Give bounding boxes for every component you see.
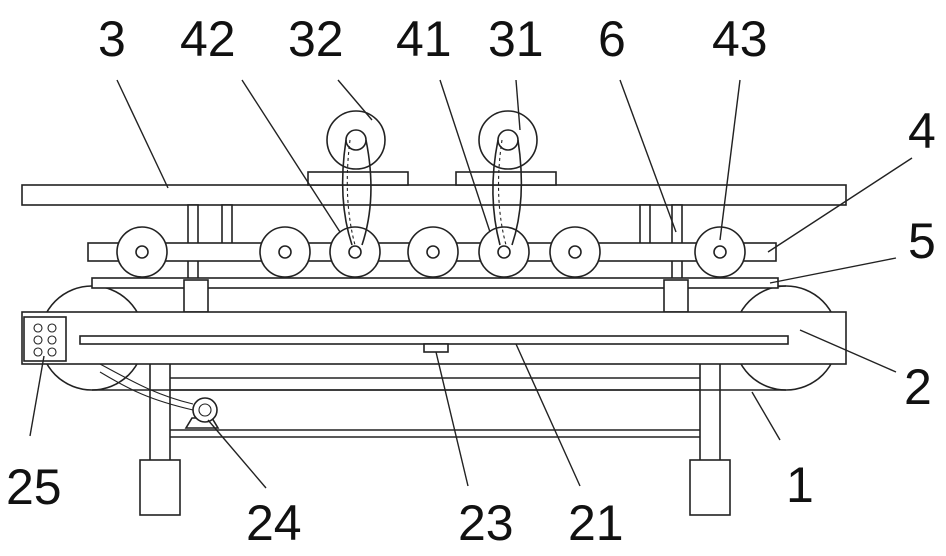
left-foot bbox=[140, 460, 180, 515]
label-24: 24 bbox=[246, 495, 302, 551]
label-25: 25 bbox=[6, 459, 62, 515]
label-21: 21 bbox=[568, 495, 624, 551]
left-bracket bbox=[184, 280, 208, 312]
base-frame bbox=[140, 362, 730, 515]
left-leg bbox=[150, 362, 170, 462]
label-32: 32 bbox=[288, 11, 344, 67]
small-block bbox=[424, 344, 448, 352]
upper-frame bbox=[22, 185, 846, 205]
label-23: 23 bbox=[458, 495, 514, 551]
label-43: 43 bbox=[712, 11, 768, 67]
slot bbox=[80, 336, 788, 344]
label-5: 5 bbox=[908, 213, 936, 269]
label-41: 41 bbox=[396, 11, 452, 67]
label-2: 2 bbox=[904, 359, 932, 415]
label-3: 3 bbox=[98, 11, 126, 67]
label-31: 31 bbox=[488, 11, 544, 67]
label-6: 6 bbox=[598, 11, 626, 67]
control-box bbox=[24, 317, 66, 361]
label-1: 1 bbox=[786, 457, 814, 513]
pulley-assembly-32 bbox=[308, 111, 408, 245]
right-bracket bbox=[664, 280, 688, 312]
pulley-assembly-31 bbox=[456, 111, 556, 245]
right-foot bbox=[690, 460, 730, 515]
right-leg bbox=[700, 362, 720, 462]
label-4: 4 bbox=[908, 103, 936, 159]
label-42: 42 bbox=[180, 11, 236, 67]
